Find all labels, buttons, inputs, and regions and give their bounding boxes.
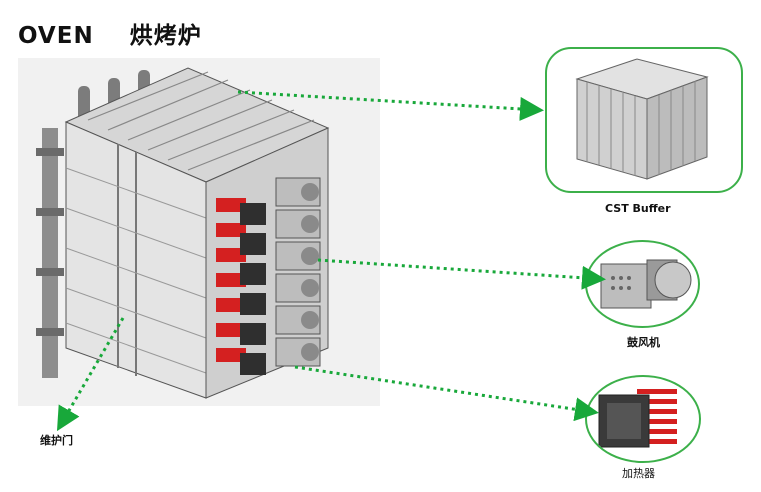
page-title: OVEN 烘烤炉 [18, 23, 202, 49]
cst-buffer-image [545, 47, 743, 193]
cst-buffer-drawing [575, 58, 709, 180]
blower-image [585, 240, 700, 328]
heater-coils [216, 198, 246, 362]
heater-drawing [598, 389, 677, 448]
side-pipe [42, 128, 58, 378]
oven-illustration [18, 58, 380, 406]
door-label: 维护门 [40, 434, 73, 447]
cst-buffer-label: CST Buffer [605, 202, 671, 215]
blower-units [275, 177, 321, 367]
arrow-blower [317, 258, 606, 290]
arrow-heater [294, 365, 599, 422]
blower-drawing [600, 259, 692, 309]
oven-drawing [36, 67, 330, 399]
arrow-door [56, 317, 125, 432]
heater-panels [240, 203, 266, 375]
blower-label: 鼓风机 [627, 336, 660, 349]
arrow-cst-buffer [237, 90, 544, 121]
heater-label: 加热器 [622, 467, 655, 480]
heater-image [585, 375, 701, 463]
